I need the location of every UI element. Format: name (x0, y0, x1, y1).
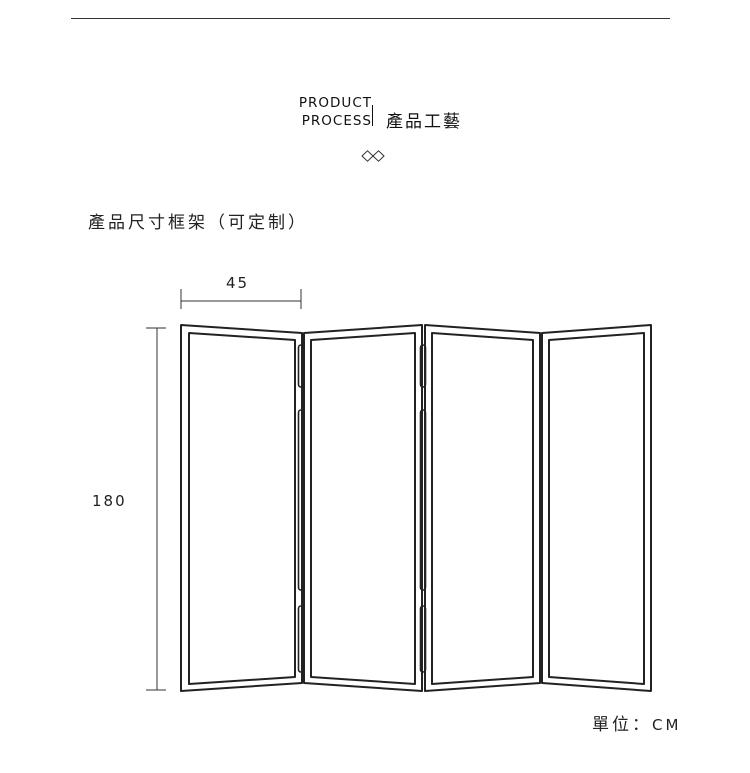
screen-panel-2-frame (303, 324, 423, 692)
hinge-slot-1-2 (297, 409, 305, 591)
height-dimension-line (146, 327, 166, 691)
screen-panel-4-inner (548, 332, 645, 685)
screen-panel-3-frame (424, 324, 541, 692)
unit-label: 單位： (592, 715, 652, 735)
screen-panel-1-frame (180, 324, 303, 692)
hinge-slot-2-2 (419, 409, 427, 591)
heading-chinese: 產品工藝 (386, 112, 462, 132)
heading-english-line-2: PROCESS (301, 113, 372, 129)
top-divider-line (71, 18, 670, 19)
unit-value: CM (652, 716, 682, 734)
screen-panel-3-inner (431, 332, 534, 685)
hinge-slot-2-3 (419, 605, 427, 673)
screen-panel-4-frame (541, 324, 652, 692)
heading-english: PRODUCT PROCESS (262, 94, 372, 130)
unit-note: 單位：CM (592, 710, 681, 735)
heading-english-line-1: PRODUCT (298, 95, 372, 111)
screen-panel-1-inner (188, 332, 296, 685)
hinge-slot-2-1 (419, 344, 427, 388)
hinge-slot-1-3 (297, 605, 305, 673)
heading-separator (372, 105, 373, 126)
height-label: 180 (92, 492, 127, 510)
hinge-slot-1-1 (297, 344, 305, 388)
width-dimension-line (180, 289, 302, 309)
double-diamond-icon (361, 150, 385, 162)
width-label: 45 (226, 274, 250, 292)
section-title: 產品尺寸框架（可定制） (88, 213, 308, 233)
screen-panel-2-inner (310, 332, 416, 685)
